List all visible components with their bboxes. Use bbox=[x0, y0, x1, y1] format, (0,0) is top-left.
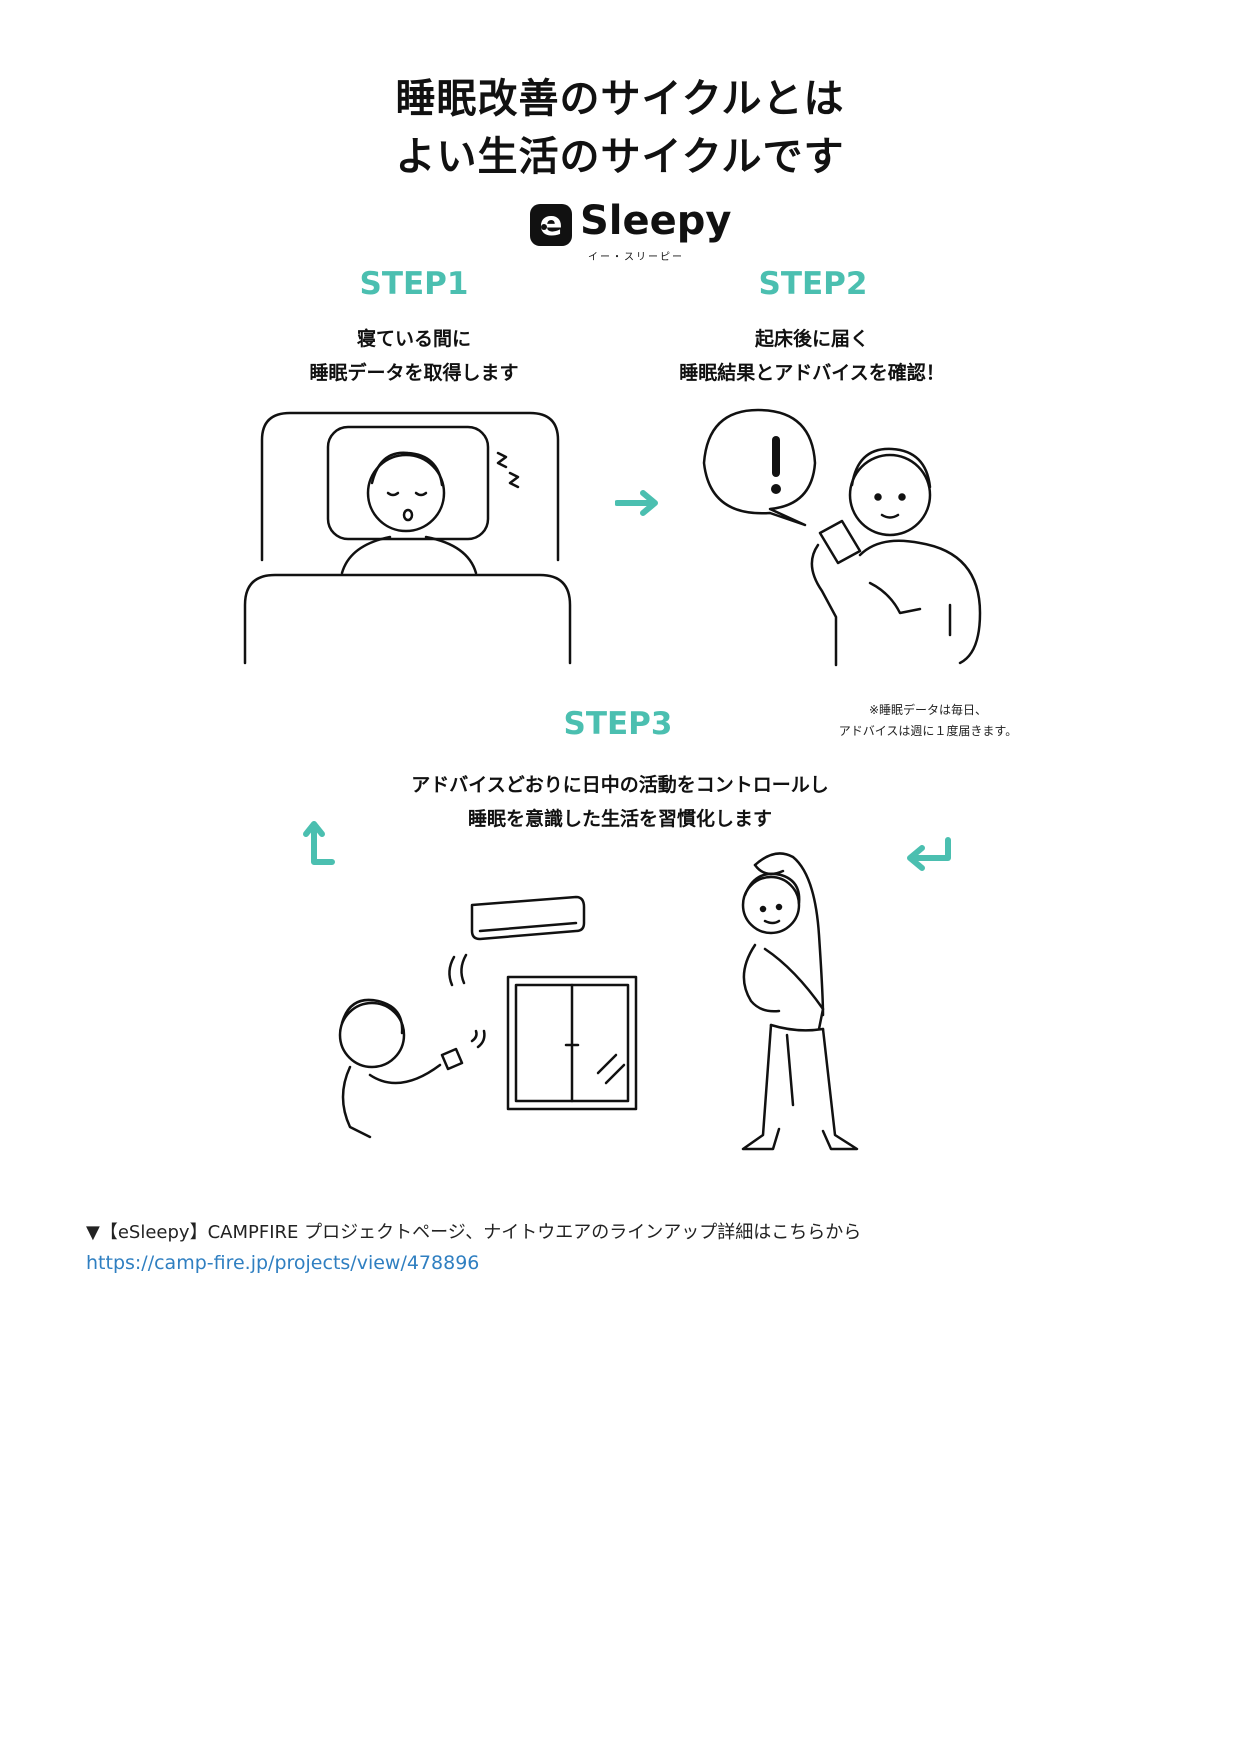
esleepy-logo: e Sleepy イー・スリーピー bbox=[530, 196, 732, 263]
step1-line-2: 睡眠データを取得します bbox=[309, 362, 519, 384]
logo-e-mark: e bbox=[530, 204, 572, 246]
phone-person-illustration bbox=[702, 408, 982, 667]
stretching-person-illustration bbox=[741, 852, 859, 1151]
note-line-1: ※睡眠データは毎日、 bbox=[868, 703, 988, 717]
arrow-return-icon bbox=[907, 837, 951, 871]
title-line-2: よい生活のサイクルです bbox=[395, 134, 845, 180]
page-title: 睡眠改善のサイクルとは よい生活のサイクルです bbox=[0, 70, 1240, 186]
arrow-right-icon bbox=[615, 490, 658, 516]
sleeping-person-illustration bbox=[243, 411, 572, 665]
step2-description: 起床後に届く 睡眠結果とアドバイスを確認！ bbox=[612, 322, 1012, 390]
step1-line-1: 寝ている間に bbox=[356, 328, 471, 350]
step3-description: アドバイスどおりに日中の活動をコントロールし 睡眠を意識した生活を習慣化します bbox=[220, 768, 1020, 836]
exclamation-icon bbox=[771, 484, 781, 494]
note-line-2: アドバイスは週に１度届きます。 bbox=[838, 724, 1018, 738]
step2-line-2: 睡眠結果とアドバイスを確認！ bbox=[679, 362, 945, 384]
campfire-project-link[interactable]: https://camp-fire.jp/projects/view/47889… bbox=[86, 1252, 480, 1274]
step3-line-2: 睡眠を意識した生活を習慣化します bbox=[467, 808, 772, 830]
logo-kana: イー・スリーピー bbox=[588, 252, 684, 263]
step2-label: STEP2 bbox=[758, 266, 868, 302]
delivery-note: ※睡眠データは毎日、 アドバイスは週に１度届きます。 bbox=[798, 700, 1058, 742]
aircon-window-illustration bbox=[338, 895, 638, 1139]
step1-description: 寝ている間に 睡眠データを取得します bbox=[214, 322, 614, 390]
logo-text: Sleepy bbox=[580, 198, 732, 244]
campfire-intro-text: ▼【eSleepy】CAMPFIRE プロジェクトページ、ナイトウエアのラインア… bbox=[86, 1222, 862, 1243]
step1-label: STEP1 bbox=[359, 266, 469, 302]
logo-dots bbox=[541, 196, 561, 230]
step3-label: STEP3 bbox=[563, 706, 673, 742]
step2-line-1: 起床後に届く bbox=[754, 328, 869, 350]
arrow-up-icon bbox=[303, 821, 335, 865]
title-line-1: 睡眠改善のサイクルとは bbox=[395, 76, 845, 122]
step3-line-1: アドバイスどおりに日中の活動をコントロールし bbox=[411, 774, 829, 796]
